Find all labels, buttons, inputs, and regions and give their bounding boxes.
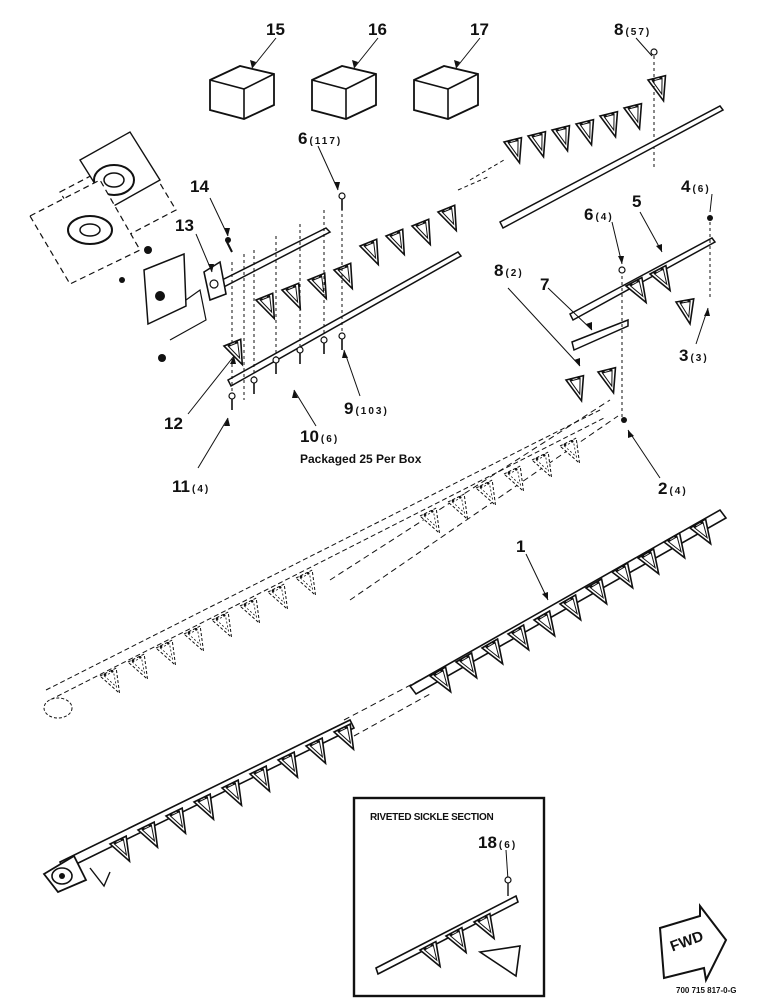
callout-number: 1 [516,537,526,556]
fwd-arrow-icon [658,903,728,984]
callout-number: 16 [368,20,387,39]
callout-qty: (4) [191,484,211,495]
callout-number: 17 [470,20,489,39]
right-exploded-group [565,215,717,423]
callout-6-right: 6(4) [584,206,614,224]
callout-8-right: 8(2) [494,262,524,280]
callout-number: 13 [175,216,194,235]
grease-fitting [225,237,233,253]
callout-16: 16 [368,21,387,39]
box-16 [311,65,377,120]
callout-number: 2 [658,479,668,498]
callout-9: 9(103) [344,400,389,418]
callout-number: 14 [190,177,209,196]
callout-qty: (6) [692,184,711,195]
callout-15: 15 [266,21,285,39]
callout-7: 7 [540,276,549,294]
callout-number: 15 [266,20,285,39]
callout-13: 13 [175,217,194,235]
callout-qty: (6) [498,840,518,851]
callout-qty: (3) [690,353,709,364]
callout-4: 4(6) [681,178,711,196]
callout-number: 8 [614,20,624,39]
callout-qty: (103) [355,406,389,417]
callout-qty: (6) [320,434,340,445]
callout-12: 12 [164,415,183,433]
sickle-assembly-lower [42,718,362,894]
bolts-group [228,192,346,411]
callout-number: 4 [681,177,691,196]
callout-number: 7 [540,275,550,294]
callout-number: 5 [632,192,642,211]
phantom-sickle [43,409,605,719]
callout-11: 11(4) [172,478,210,496]
callout-number: 18 [478,833,497,852]
upper-sections-row [457,74,673,191]
callout-qty: (4) [595,212,614,223]
callout-number: 11 [172,477,190,496]
callout-2: 2(4) [658,480,688,498]
riveted-section-inset [352,796,546,998]
middle-sections-row [254,203,465,324]
callout-number: 9 [344,399,354,418]
leader-lines [187,37,713,881]
callout-qty: (57) [625,27,652,38]
callout-3: 3(3) [679,347,709,365]
callout-14: 14 [190,178,209,196]
callout-number: 12 [164,414,183,433]
box-17 [413,65,479,120]
callout-number: 6 [584,205,594,224]
callout-qty: (4) [669,486,688,497]
inset-title: RIVETED SICKLE SECTION [370,812,494,823]
drawing-number: 700 715 817-0-G [676,986,737,995]
callout-number: 3 [679,346,689,365]
box-15 [209,65,275,120]
callout-18: 18(6) [478,834,517,852]
callout-6-main: 6(117) [298,130,342,148]
callout-17: 17 [470,21,489,39]
leader-arrowheads [208,60,710,600]
callout-1: 1 [516,538,525,556]
callout-10: 10(6) [300,428,339,446]
callout-qty: (117) [309,136,343,147]
callout-5: 5 [632,193,641,211]
callout-number: 6 [298,129,308,148]
drive-assembly [29,131,207,362]
package-note: Packaged 25 Per Box [300,452,422,466]
callout-qty: (2) [505,268,524,279]
back-bar-upper [499,105,725,230]
middle-back-bar [227,251,463,388]
callout-number: 8 [494,261,504,280]
knife-head [203,260,227,302]
sickle-assembly-upper [408,508,728,698]
callout-number: 10 [300,427,319,446]
callout-8-top: 8(57) [614,21,651,39]
